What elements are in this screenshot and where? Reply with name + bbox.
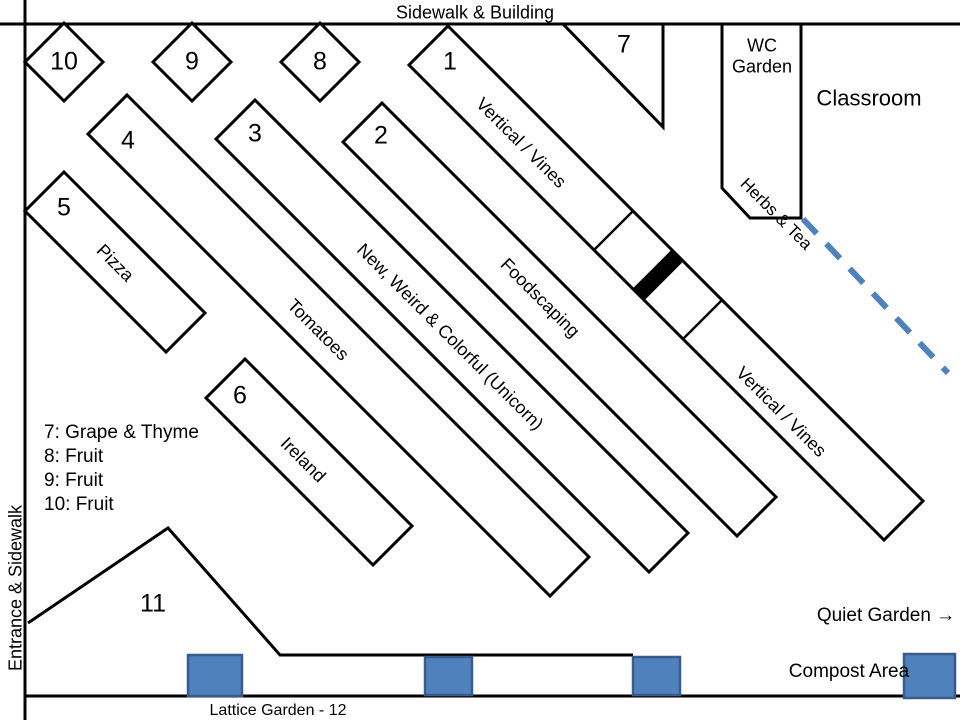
bed-1-strip: [406, 23, 926, 543]
bed-11-number: 11: [140, 589, 166, 618]
bed-7-triangle: [559, 22, 665, 131]
classroom-label: Classroom: [816, 85, 922, 111]
legend-line-8: 8: Fruit: [44, 446, 104, 467]
bed-legend: 7: Grape & Thyme 8: Fruit 9: Fruit 10: F…: [44, 421, 199, 517]
quiet-garden-label: Quiet Garden →: [816, 605, 956, 627]
bed-5-strip: [22, 169, 208, 355]
legend-line-7: 7: Grape & Thyme: [44, 422, 199, 443]
sidewalk-building-label: Sidewalk & Building: [395, 2, 555, 23]
legend-line-10: 10: Fruit: [44, 494, 114, 515]
wc-garden-label: WC Garden: [731, 35, 793, 76]
bed-2-strip: [340, 100, 779, 539]
bed-11-outline: [27, 526, 633, 657]
bed-6-strip: [203, 356, 415, 568]
bed-2-number: 2: [374, 121, 388, 150]
bed-1-divider-lower: [682, 299, 723, 340]
bed-6-number: 6: [233, 381, 247, 410]
bed-9-number: 9: [185, 47, 199, 76]
bed-4-number: 4: [121, 126, 135, 155]
blue-marker-square-1: [186, 653, 244, 698]
bed-5-number: 5: [57, 193, 71, 222]
bed-3-strip: [213, 97, 691, 575]
quiet-garden-dashed-line: [800, 216, 951, 376]
entrance-sidewalk-label: Entrance & Sidewalk: [5, 504, 26, 672]
bed-1-black-band: [632, 249, 684, 301]
bed-1-number: 1: [443, 47, 457, 76]
lattice-garden-label: Lattice Garden - 12: [209, 701, 347, 719]
bed-10-diamond: [22, 20, 106, 104]
bed-3-number: 3: [248, 119, 262, 148]
blue-marker-square-2: [423, 655, 474, 697]
bed-1-divider-upper: [593, 210, 634, 251]
bed-7-number: 7: [617, 30, 631, 59]
bed-8-diamond: [278, 20, 362, 104]
bed-4-strip: [85, 92, 592, 599]
blue-marker-square-3: [631, 655, 682, 697]
compost-area-label: Compost Area: [788, 661, 910, 683]
legend-line-9: 9: Fruit: [44, 470, 104, 491]
wc-garden-pentagon: [720, 22, 803, 220]
bed-8-number: 8: [313, 47, 327, 76]
blue-marker-square-4: [902, 652, 957, 700]
bed-10-number: 10: [50, 47, 78, 76]
bed-9-diamond: [150, 20, 234, 104]
